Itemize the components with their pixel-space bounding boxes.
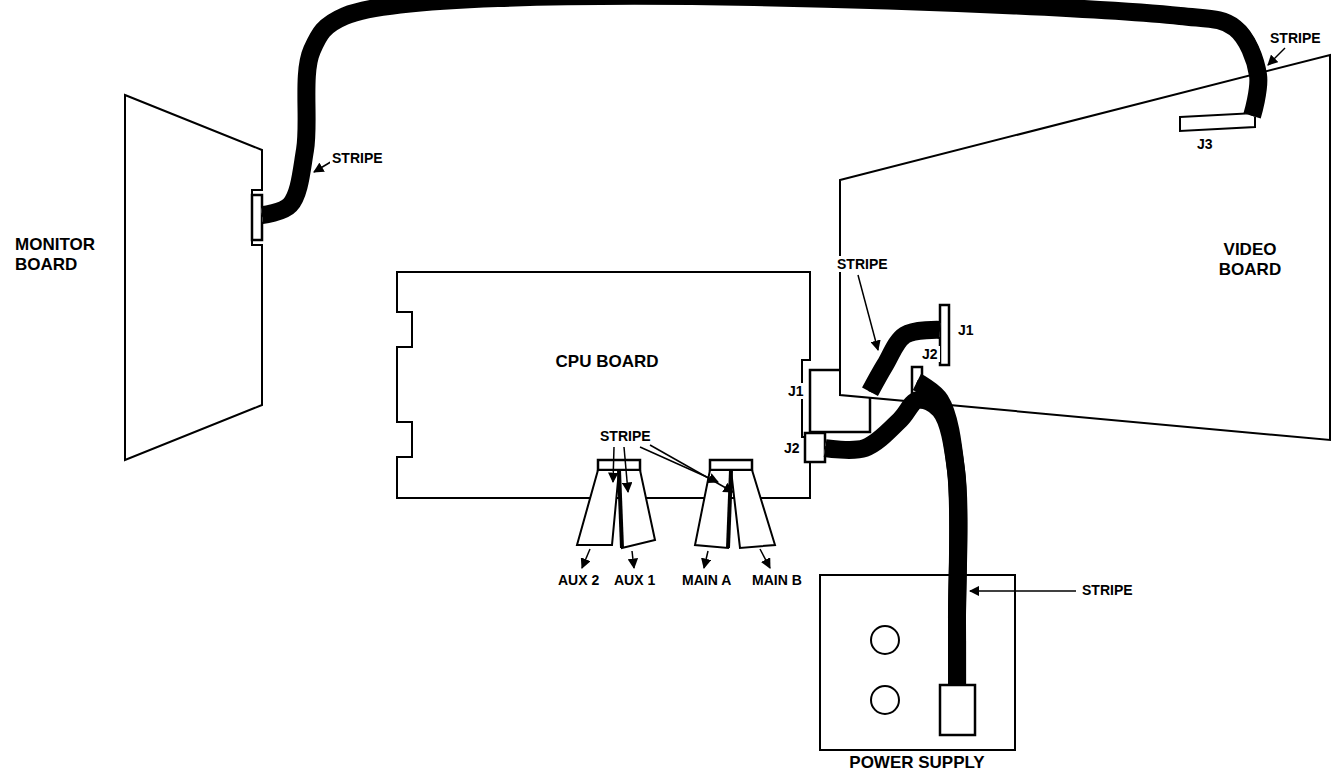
board-shape xyxy=(840,55,1330,440)
callout-label: STRIPE xyxy=(1268,30,1323,46)
callout-label: STRIPE xyxy=(598,428,653,444)
connector-label: J3 xyxy=(1195,136,1215,152)
leader-line xyxy=(613,447,614,482)
callout-label: STRIPE xyxy=(1080,582,1135,598)
leader-line xyxy=(582,549,590,568)
monitor-board: MONITOR BOARD xyxy=(125,95,262,460)
connector-label: J2 xyxy=(782,440,802,456)
ribbon-stripe xyxy=(728,470,731,548)
callout-label: AUX 2 xyxy=(556,572,601,588)
board-label: VIDEO BOARD xyxy=(1200,240,1300,279)
board-shape xyxy=(125,95,262,460)
board-label: MONITOR BOARD xyxy=(15,235,115,274)
board-label: POWER SUPPLY xyxy=(849,753,984,773)
board-shape xyxy=(397,272,810,498)
connector xyxy=(912,367,922,397)
connector xyxy=(805,433,825,462)
leader-line xyxy=(970,590,1076,592)
connector xyxy=(710,460,752,470)
leader-line xyxy=(760,549,770,568)
board-outline xyxy=(820,575,1015,750)
power-supply: POWER SUPPLY xyxy=(820,575,1015,750)
callout-label: MAIN A xyxy=(680,572,733,588)
board-label: CPU BOARD xyxy=(556,352,659,372)
callout-label: STRIPE xyxy=(330,150,385,166)
callout-label: MAIN B xyxy=(750,572,804,588)
board-shape xyxy=(820,575,1015,750)
connector-label: J1 xyxy=(786,383,806,399)
leader-line xyxy=(1268,48,1285,65)
board-outline xyxy=(125,95,262,460)
callout-label: STRIPE xyxy=(835,256,890,272)
terminal xyxy=(871,686,899,714)
connector xyxy=(1180,113,1255,131)
callout-label: AUX 1 xyxy=(612,572,657,588)
connector xyxy=(940,305,949,365)
leader-line xyxy=(632,551,634,568)
connector-label: J2 xyxy=(920,346,940,362)
ribbon-stripe xyxy=(619,470,622,548)
leader-line xyxy=(704,551,708,568)
connector xyxy=(598,460,640,470)
connector xyxy=(940,685,975,735)
connector-label: J1 xyxy=(956,322,976,338)
terminal xyxy=(871,626,899,654)
connector xyxy=(252,195,262,240)
